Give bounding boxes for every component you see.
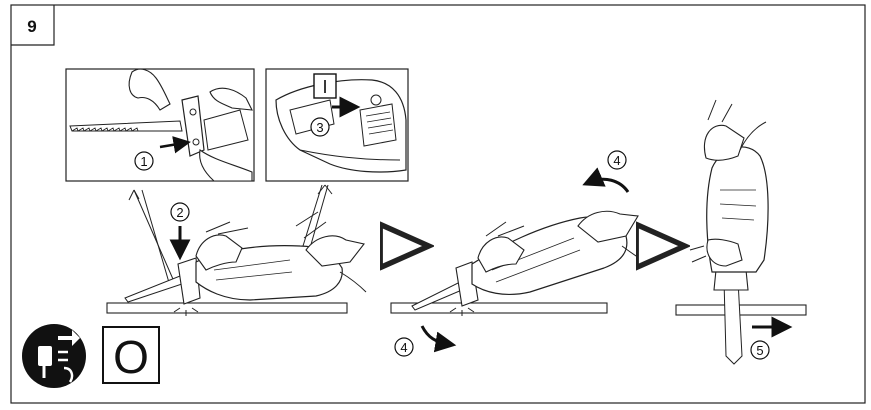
- step-3-badge: [310, 117, 330, 137]
- figure-number: 9: [27, 17, 36, 36]
- unplug-icon: [22, 324, 86, 388]
- inset-blade-insertion: 1: [65, 68, 255, 182]
- blade-teeth: [71, 127, 139, 132]
- step-4-badge: [607, 150, 627, 170]
- saw-blade: [723, 279, 743, 365]
- figure-number-tab: [11, 5, 55, 46]
- step-4-label: 4: [400, 340, 407, 355]
- spark-mark: [173, 307, 199, 316]
- scene-plunge-tilt: 4 4: [390, 150, 643, 357]
- step-3-label: 3: [316, 120, 323, 135]
- workpiece: [390, 302, 608, 314]
- scene-vertical-cut: 5: [675, 99, 807, 365]
- hand-icon: [128, 68, 171, 111]
- workpiece: [675, 304, 807, 316]
- step-4-label: 4: [613, 153, 620, 168]
- switch-on-indicator: [313, 73, 337, 99]
- step-5-badge: [750, 340, 770, 360]
- step-2-badge: [170, 202, 190, 222]
- rotate-up-arrow: [582, 167, 630, 193]
- step-1-badge: [134, 151, 154, 171]
- step-2-label: 2: [176, 205, 183, 220]
- hand-icon: [195, 234, 243, 271]
- figure-frame: [10, 4, 866, 404]
- step-4-badge: [394, 337, 414, 357]
- power-off-icon: O: [102, 326, 160, 384]
- rotate-down-arrow: [420, 325, 457, 353]
- switch-label: I: [322, 77, 327, 97]
- spark-mark: [449, 307, 475, 316]
- hand-icon: [704, 124, 745, 161]
- insert-arrow: [159, 136, 191, 154]
- saw-blade: [69, 120, 183, 132]
- hand-icon: [477, 236, 525, 273]
- step-1-label: 1: [140, 154, 147, 169]
- scene-plunge-start: 2: [106, 202, 367, 316]
- inset-switch-on: I 3: [265, 68, 409, 182]
- off-symbol: O: [113, 331, 149, 383]
- workpiece: [106, 302, 348, 314]
- step-5-label: 5: [756, 343, 763, 358]
